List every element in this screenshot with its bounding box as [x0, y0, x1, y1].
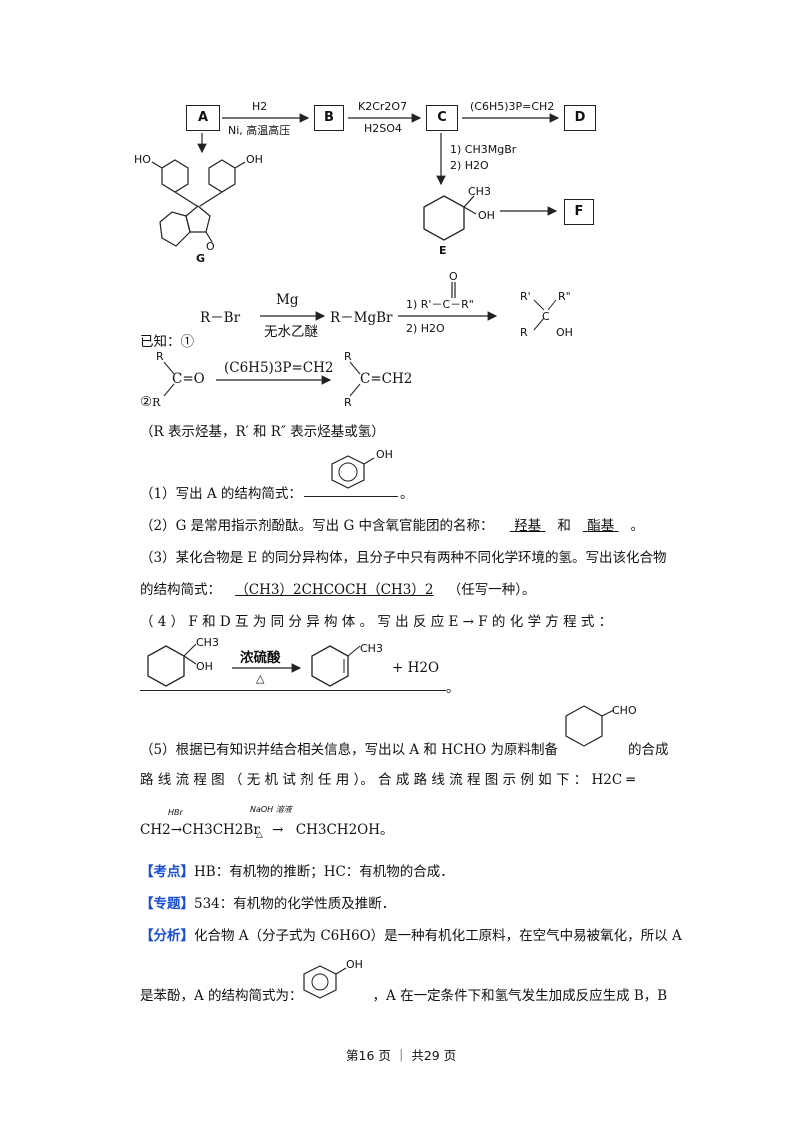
kaodian-tag: 【考点】	[140, 864, 194, 880]
known1-step1: 1) R'－C－R"	[406, 298, 474, 311]
known1-reactant: R－Br	[200, 310, 241, 326]
reagent-bc-top: K2Cr2O7	[358, 100, 408, 113]
q4-ch3-left: CH3	[196, 636, 219, 649]
known-prefix: 已知：①	[140, 334, 194, 350]
reagent-ab-bottom: Ni, 高温高压	[228, 124, 291, 137]
fenxi-line1: 【分析】化合物 A（分子式为 C6H6O）是一种有机化工原料，在空气中易被氧化，…	[140, 928, 682, 944]
zhuanti-tag: 【专题】	[140, 896, 194, 912]
phenol-structure-fenxi	[303, 965, 347, 999]
known1-prod-r: R	[520, 326, 528, 339]
q5-cho: CHO	[612, 704, 637, 717]
q1-answer-line	[304, 496, 398, 497]
q5-naoh: NaOH 溶液	[250, 805, 292, 814]
fenxi-line2: 是苯酚，A 的结构简式为：，A 在一定条件下和氢气发生加成反应生成 B，B	[140, 988, 668, 1004]
q4-reagent: 浓硫酸	[240, 650, 281, 666]
kaodian-line: 【考点】HB：有机物的推断；HC：有机物的合成．	[140, 864, 454, 880]
q4-line: （ 4 ） F 和 D 互 为 同 分 异 构 体 。 写 出 反 应 E → …	[140, 614, 613, 630]
box-f: F	[564, 199, 594, 225]
q4-equation	[147, 643, 361, 687]
label-e: E	[439, 244, 447, 257]
known1-prod-r1: R'	[520, 290, 531, 303]
compound-e-ring	[423, 195, 465, 241]
q4-ch3-right: CH3	[360, 642, 383, 655]
reagent-bc-bottom: H2SO4	[364, 122, 402, 135]
known1-step2: 2) H2O	[406, 322, 445, 335]
g-oh: OH	[246, 153, 263, 166]
known2-r-top-prod: R	[344, 350, 352, 363]
box-b: B	[314, 105, 344, 131]
q4-underline	[140, 690, 446, 691]
known2-reagent: (C6H5)3P=CH2	[224, 360, 334, 376]
known-note: （R 表示烃基，R′ 和 R″ 表示烃基或氢）	[140, 424, 385, 440]
e-ch3: CH3	[468, 185, 491, 198]
known1-o: O	[449, 270, 458, 283]
fenxi-tag: 【分析】	[140, 928, 194, 944]
phenol-structure-q1	[331, 455, 375, 489]
known2-react: C=O	[172, 371, 205, 387]
box-c: C	[426, 105, 458, 131]
known1-prod-oh: OH	[556, 326, 573, 339]
q5-hbr: HBr	[168, 808, 183, 817]
compound-g-structure	[151, 159, 246, 247]
q4-end: 。	[446, 680, 460, 696]
q2-answer-1: 羟基	[514, 518, 542, 534]
known1-reagent-bottom: 无水乙醚	[264, 324, 318, 340]
reagent-ab-top: H2	[252, 100, 268, 113]
q3-answer: （CH3）2CHCOCH（CH3）2	[235, 582, 434, 598]
scheme-graphics	[151, 113, 560, 397]
q2-answer-2: 酯基	[587, 518, 615, 534]
reagent-ce-1: 1) CH3MgBr	[450, 143, 517, 156]
reagent-ce-2: 2) H2O	[450, 159, 489, 172]
q5-target-structure	[565, 705, 615, 747]
label-g: G	[196, 252, 206, 265]
known1-reagent-top: Mg	[276, 292, 299, 308]
q4-cond: △	[256, 672, 265, 685]
q4-oh: OH	[196, 660, 213, 673]
fenxi-oh: OH	[346, 958, 363, 971]
q5-line1: （5）根据已有知识并结合相关信息，写出以 A 和 HCHO 为原料制备的合成	[140, 742, 669, 758]
page-footer: 第16 页 ｜ 共29 页	[346, 1048, 457, 1063]
e-oh: OH	[478, 209, 495, 222]
g-o: O	[206, 240, 215, 253]
known2-r-bottom-prod: R	[344, 396, 352, 409]
box-a: A	[186, 105, 220, 131]
q1-label: （1）写出 A 的结构简式：	[140, 486, 302, 502]
known1-prod-r2: R"	[558, 290, 571, 303]
q1-oh: OH	[376, 448, 393, 461]
known2-prod: C=CH2	[360, 371, 413, 387]
reagent-cd-top: (C6H5)3P=CH2	[470, 100, 555, 113]
q2-line: （2）G 是常用指示剂酚酞。写出 G 中含氧官能团的名称： 羟基 和 酯基 。	[140, 518, 645, 534]
g-ho: HO	[134, 153, 151, 166]
q3-line2: 的结构简式： （CH3）2CHCOCH（CH3）2 （任写一种）。	[140, 582, 536, 598]
q5-line3: CH2→CH3CH2Br→CH3CH2OH。	[140, 822, 394, 838]
known1-mid: R－MgBr	[330, 310, 393, 326]
q3-line1: （3）某化合物是 E 的同分异构体，且分子中只有两种不同化学环境的氢。写出该化合…	[140, 550, 667, 566]
q1-end: 。	[400, 486, 414, 502]
box-d: D	[564, 105, 596, 131]
zhuanti-line: 【专题】534：有机物的化学性质及推断．	[140, 896, 396, 912]
q5-heat: △	[256, 830, 263, 840]
q4-water: + H2O	[392, 660, 440, 676]
known1-prod-c: C	[542, 310, 550, 323]
known2-item: ②R	[140, 394, 161, 410]
q5-line2: 路 线 流 程 图 （ 无 机 试 剂 任 用 ）。 合 成 路 线 流 程 图…	[140, 772, 635, 788]
known2-r-top: R	[156, 350, 164, 363]
